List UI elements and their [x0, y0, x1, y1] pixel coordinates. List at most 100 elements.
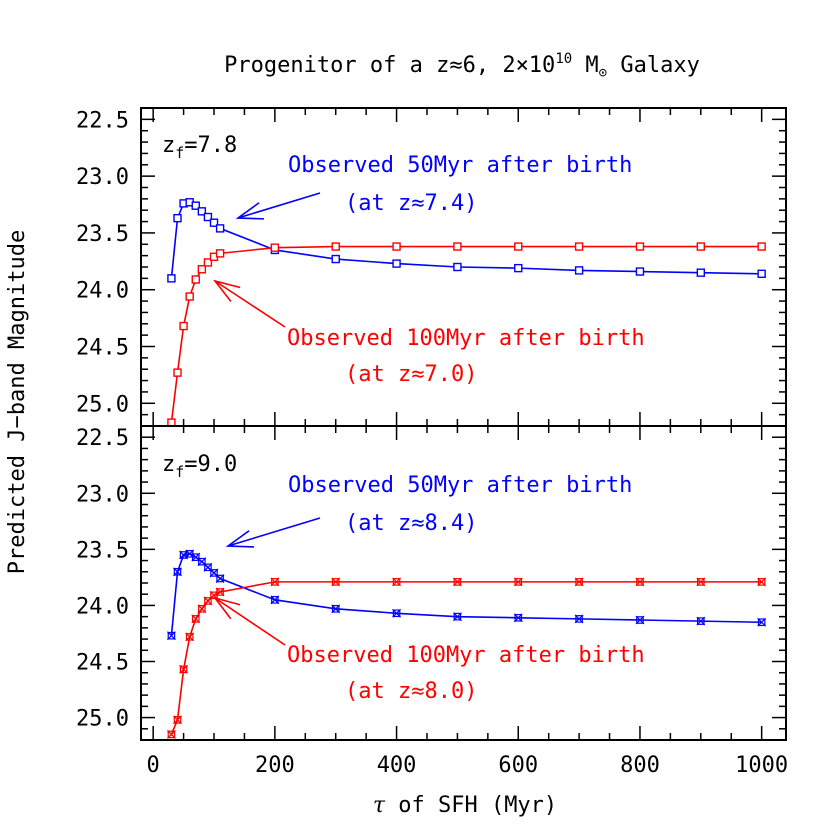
data-point	[270, 243, 280, 252]
x-tick-label: 400	[377, 753, 417, 778]
annotation-arrowhead	[212, 596, 241, 620]
data-point	[514, 242, 523, 251]
annotation-arrow	[214, 597, 286, 646]
data-point	[392, 259, 401, 268]
data-point	[179, 664, 189, 674]
chart-title: Progenitor of a z≈6, 2×1010 M⊙ Galaxy	[224, 51, 700, 81]
series-line	[170, 581, 762, 735]
annotation-arrow	[237, 192, 321, 219]
y-tick-label: 24.5	[76, 336, 129, 361]
panel-top: zf=7.8 Observed 50Myr after birth (at z≈…	[76, 107, 787, 427]
data-point	[757, 577, 767, 587]
zf-label-bottom: zf=9.0	[162, 452, 237, 481]
annotation-arrowhead	[235, 202, 265, 220]
data-point	[757, 617, 767, 627]
data-point	[452, 612, 462, 622]
annotation-arrowhead	[212, 279, 241, 303]
data-point	[270, 577, 280, 587]
annotation-top-blue-line2: (at z≈7.4)	[345, 191, 477, 216]
data-point	[635, 242, 645, 251]
series-line	[170, 553, 762, 636]
annotation-top-blue-line1: Observed 50Myr after birth	[288, 153, 632, 178]
title-exponent: 10	[555, 51, 572, 67]
data-point	[167, 274, 176, 283]
data-point	[331, 577, 341, 587]
data-point	[513, 613, 523, 623]
data-point	[513, 577, 523, 587]
data-point	[635, 615, 645, 625]
x-tick-label: 1000	[735, 753, 788, 778]
data-point	[167, 631, 176, 641]
data-point	[331, 242, 340, 251]
annotation-bottom-red-line2: (at z≈8.0)	[345, 679, 477, 704]
y-tick-label: 25.0	[76, 392, 129, 417]
panel-bottom: zf=9.0 Observed 50Myr after birth (at z≈…	[76, 425, 788, 778]
data-point	[635, 267, 645, 276]
data-point	[173, 715, 182, 725]
data-point	[173, 567, 182, 577]
data-point	[215, 224, 225, 233]
x-tick-label: 800	[620, 753, 660, 778]
y-tick-label: 22.5	[76, 108, 129, 133]
data-point	[203, 212, 213, 222]
data-point	[191, 614, 201, 624]
data-point	[453, 262, 462, 272]
data-point	[574, 266, 584, 275]
data-point	[331, 254, 340, 264]
title-sun-symbol: ⊙	[599, 65, 608, 81]
data-point	[757, 242, 766, 251]
data-point	[452, 577, 462, 587]
data-point	[574, 242, 584, 251]
data-point	[215, 587, 225, 597]
data-point	[392, 608, 401, 618]
annotation-top-red-line1: Observed 100Myr after birth	[287, 326, 645, 351]
data-point	[696, 268, 706, 277]
y-tick-label: 25.0	[76, 707, 129, 732]
data-point	[203, 258, 213, 267]
x-tick-label: 600	[498, 753, 538, 778]
data-point	[331, 604, 341, 614]
y-tick-label: 24.0	[76, 594, 129, 619]
data-point	[191, 201, 200, 210]
data-point	[209, 218, 219, 227]
data-point	[173, 213, 182, 223]
y-axis-label: Predicted J−band Magnitude	[5, 230, 30, 574]
data-point	[696, 242, 706, 251]
data-point	[215, 249, 225, 258]
annotation-arrow	[214, 280, 286, 328]
y-tick-label: 24.0	[76, 279, 129, 304]
y-tick-label: 23.0	[76, 165, 129, 190]
data-point	[179, 321, 188, 331]
data-point	[197, 604, 207, 614]
data-point	[197, 265, 207, 274]
annotation-bottom-blue-line2: (at z≈8.4)	[345, 511, 477, 536]
data-point	[696, 577, 706, 587]
annotation-top-red-line2: (at z≈7.0)	[345, 362, 477, 387]
annotation-bottom-blue-line1: Observed 50Myr after birth	[288, 473, 632, 498]
data-point	[574, 577, 584, 587]
y-tick-label: 23.5	[76, 222, 129, 247]
y-tick-label: 23.0	[76, 482, 129, 507]
annotation-arrow	[227, 517, 321, 547]
data-point	[696, 616, 706, 626]
data-point	[635, 577, 645, 587]
data-point	[453, 242, 462, 251]
data-point	[514, 263, 523, 273]
annotation-bottom-red-line1: Observed 100Myr after birth	[287, 643, 645, 668]
data-point	[392, 242, 401, 251]
data-point	[757, 269, 766, 279]
data-point	[185, 292, 194, 301]
data-point	[392, 577, 401, 587]
data-point	[574, 614, 584, 624]
data-point	[191, 275, 200, 284]
x-axis-label: τ of SFH (Myr)	[373, 793, 557, 818]
zf-label-top: zf=7.8	[162, 133, 237, 162]
data-point	[185, 632, 195, 642]
x-tick-label: 0	[147, 753, 160, 778]
data-point	[270, 595, 280, 605]
annotation-arrowhead	[225, 530, 255, 548]
data-point	[173, 368, 182, 377]
data-point	[197, 207, 207, 216]
series-line	[170, 245, 762, 423]
